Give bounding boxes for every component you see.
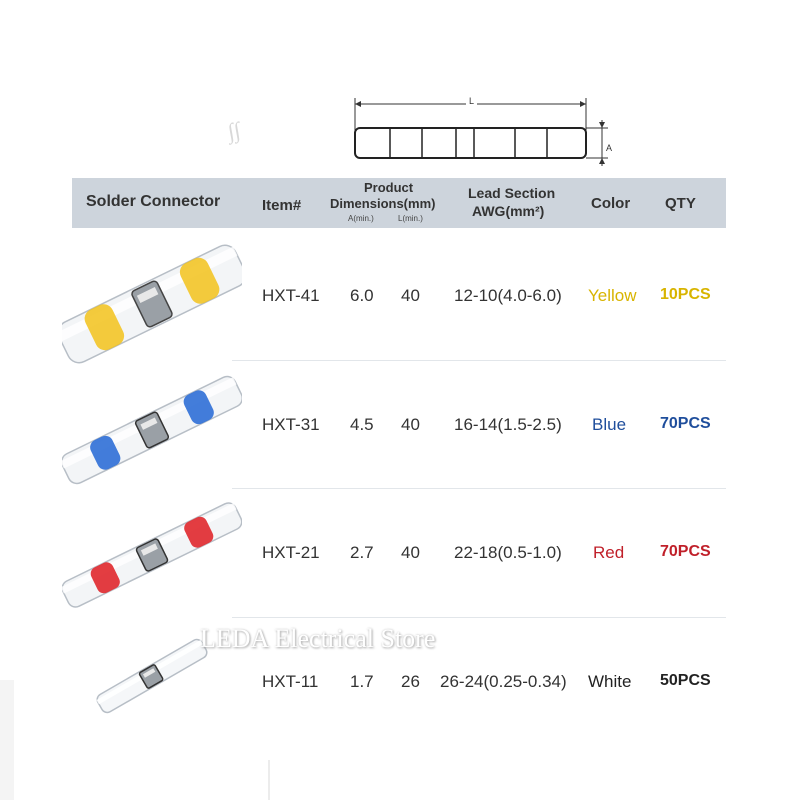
header-item: Item# — [262, 197, 302, 214]
lead-section: 12-10(4.0-6.0) — [454, 286, 562, 305]
faint-background-mark: ∫∫ — [225, 117, 243, 144]
color-name: White — [588, 672, 632, 691]
connector-image-yellow — [62, 244, 242, 364]
dimension-a: 6.0 — [350, 286, 374, 305]
row-divider — [232, 488, 726, 489]
background-artifact — [0, 680, 14, 800]
header-qty: QTY — [665, 195, 696, 212]
header-solder-connector: Solder Connector — [86, 193, 221, 210]
header-dim-l: L(min.) — [398, 214, 423, 223]
lead-section: 16-14(1.5-2.5) — [454, 415, 562, 434]
header-dim-a: A(min.) — [348, 214, 374, 223]
store-watermark: LEDA Electrical Store — [200, 624, 436, 653]
dimension-a: 2.7 — [350, 543, 374, 562]
row-divider — [232, 360, 726, 361]
header-lead-line2: AWG(mm²) — [472, 203, 545, 219]
quantity: 50PCS — [660, 672, 711, 689]
dimension-l: 40 — [401, 543, 420, 562]
dimension-diagram — [354, 98, 608, 166]
item-number: HXT-41 — [262, 286, 320, 305]
header-lead-line1: Lead Section — [468, 185, 556, 201]
lead-section: 22-18(0.5-1.0) — [454, 543, 562, 562]
dimension-l: 26 — [401, 672, 420, 691]
table-header — [72, 178, 726, 228]
color-name: Yellow — [588, 286, 637, 305]
dimension-a: 4.5 — [350, 415, 374, 434]
color-name: Blue — [592, 415, 627, 434]
background-artifact — [268, 760, 270, 800]
color-name: Red — [593, 543, 625, 562]
quantity: 70PCS — [660, 543, 711, 560]
length-label: L — [466, 96, 478, 106]
connector-image-blue — [62, 375, 242, 485]
connector-image-white — [96, 638, 208, 714]
row-divider — [232, 617, 726, 618]
item-number: HXT-21 — [262, 543, 320, 562]
diameter-label: A — [606, 143, 613, 153]
dimension-l: 40 — [401, 415, 420, 434]
header-dimensions-line1: Product — [364, 180, 414, 195]
connector-image-red — [62, 502, 242, 608]
quantity: 10PCS — [660, 286, 711, 303]
dimension-l: 40 — [401, 286, 420, 305]
item-number: HXT-11 — [262, 672, 319, 691]
lead-section: 26-24(0.25-0.34) — [440, 672, 567, 691]
item-number: HXT-31 — [262, 415, 320, 434]
header-dimensions-line2: Dimensions(mm) — [330, 196, 436, 211]
header-color: Color — [591, 195, 631, 212]
dimension-a: 1.7 — [350, 672, 374, 691]
quantity: 70PCS — [660, 415, 711, 432]
